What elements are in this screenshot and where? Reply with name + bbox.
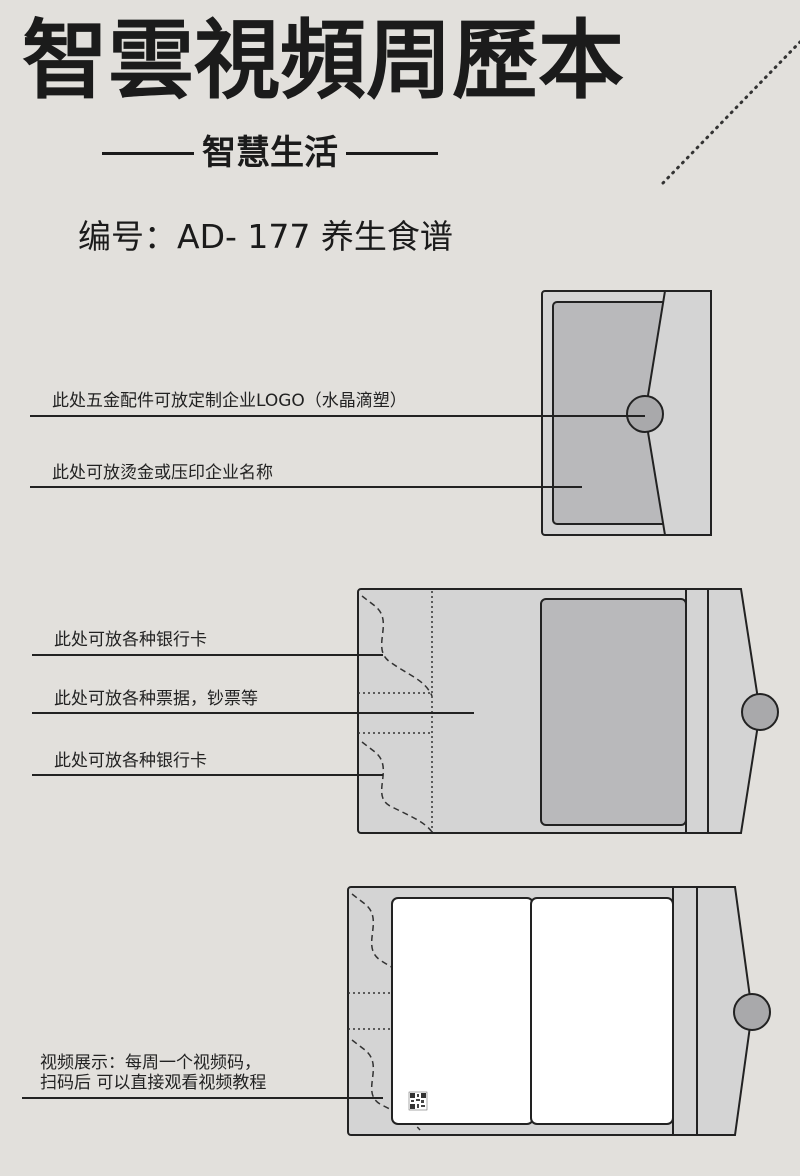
callout-name-label: 此处可放烫金或压印企业名称	[52, 463, 273, 483]
subtitle-dash-right	[346, 151, 438, 155]
front-cover-flap	[643, 290, 712, 536]
inner-clasp	[741, 693, 779, 731]
left-page	[391, 897, 534, 1125]
callout-receipts-label: 此处可放各种票据，钞票等	[54, 689, 258, 709]
book-spine	[672, 886, 698, 1136]
inner-spine	[685, 588, 709, 834]
subtitle-row: 智慧生活	[102, 136, 438, 170]
inner-pockets-illustration	[357, 588, 779, 834]
book-pocket-bottom	[351, 1039, 421, 1131]
open-book-illustration	[347, 886, 771, 1136]
callout-card-bottom-label: 此处可放各种银行卡	[54, 751, 207, 771]
callout-video-line1: 视频展示：每周一个视频码，	[40, 1053, 261, 1073]
book-clasp	[733, 993, 771, 1031]
inner-flap	[707, 588, 762, 834]
front-clasp	[626, 395, 664, 433]
callout-card-top-label: 此处可放各种银行卡	[54, 630, 207, 650]
subtitle-dash-left	[102, 151, 194, 155]
inner-panel	[540, 598, 687, 826]
page-title: 智雲視頻周歷本	[22, 10, 624, 111]
callout-logo-label: 此处五金配件可放定制企业LOGO（水晶滴塑）	[52, 391, 407, 411]
subtitle: 智慧生活	[202, 133, 338, 173]
card-pocket-top	[361, 595, 433, 697]
product-code: 编号：AD- 177 养生食谱	[78, 217, 453, 256]
callout-video-line2: 扫码后 可以直接观看视频教程	[40, 1073, 267, 1093]
decorative-dotted-line	[661, 40, 800, 185]
card-pocket-bottom	[361, 741, 433, 833]
book-flap	[696, 886, 754, 1136]
qr-code-icon	[408, 1091, 428, 1111]
front-cover-illustration	[541, 290, 712, 536]
right-page	[530, 897, 674, 1125]
